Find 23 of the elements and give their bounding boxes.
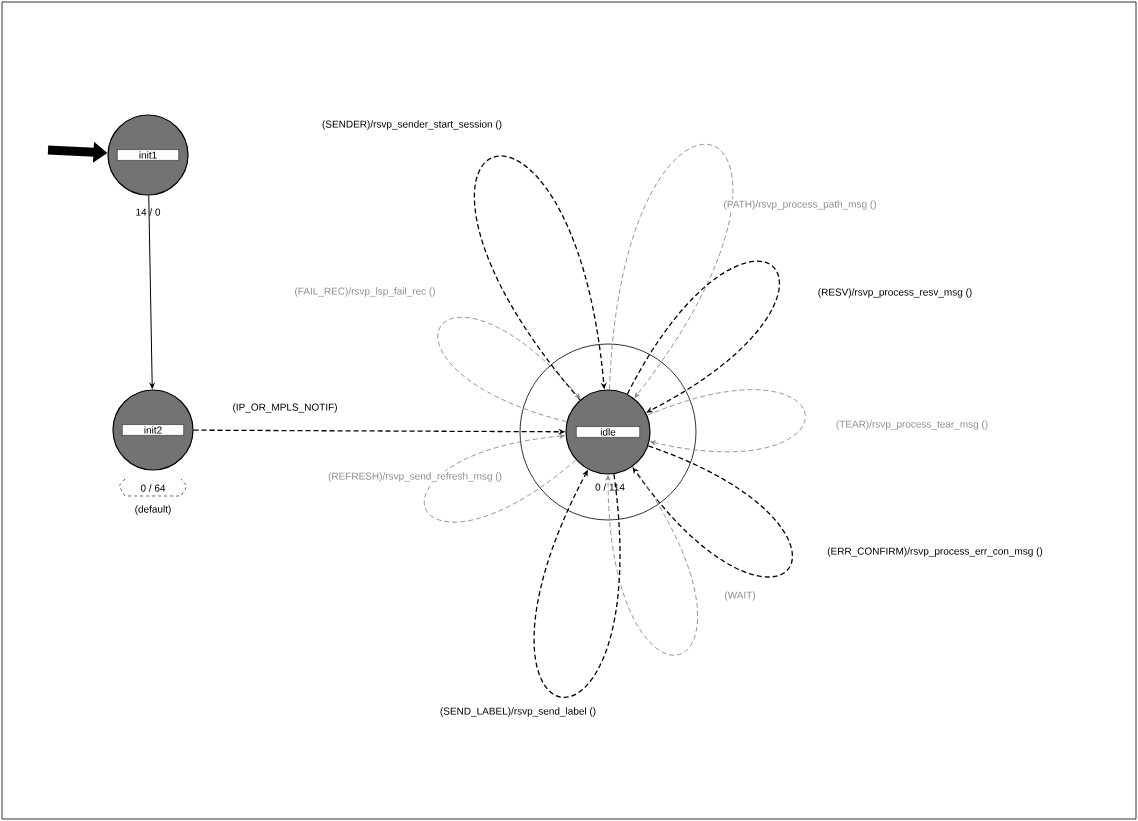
arrow bbox=[148, 195, 155, 389]
edge-label: (IP_OR_MPLS_NOTIF) bbox=[231, 402, 339, 414]
edge-label: (PATH)/rsvp_process_path_msg () bbox=[722, 199, 878, 211]
arrow bbox=[605, 466, 698, 655]
arrow bbox=[609, 145, 734, 398]
default-label: (default) bbox=[133, 504, 173, 516]
edge-label: (RESV)/rsvp_process_resv_msg () bbox=[816, 287, 974, 299]
edge-label: (REFRESH)/rsvp_send_refresh_msg () bbox=[327, 471, 503, 483]
arrow bbox=[473, 156, 607, 401]
count-label: 0 / 114 bbox=[594, 482, 626, 492]
edge-label: (ERR_CONFIRM)/rsvp_process_err_con_msg () bbox=[826, 546, 1044, 558]
arrow bbox=[424, 433, 577, 523]
edge-label: (TEAR)/rsvp_process_tear_msg () bbox=[834, 419, 990, 431]
edge-label: (WAIT) bbox=[723, 590, 757, 602]
edge-label: (SEND_LABEL)/rsvp_send_label () bbox=[438, 706, 598, 718]
arrow bbox=[626, 260, 780, 413]
count-label: 14 / 0 bbox=[134, 207, 162, 217]
arrow bbox=[632, 445, 794, 577]
edge-label: (SENDER)/rsvp_sender_start_session () bbox=[321, 119, 504, 131]
count-label: 0 / 64 bbox=[139, 483, 167, 493]
edge-label: (FAIL_REC)/rsvp_lsp_fail_rec () bbox=[293, 286, 437, 298]
arrow bbox=[437, 316, 581, 423]
arrow bbox=[646, 389, 806, 452]
